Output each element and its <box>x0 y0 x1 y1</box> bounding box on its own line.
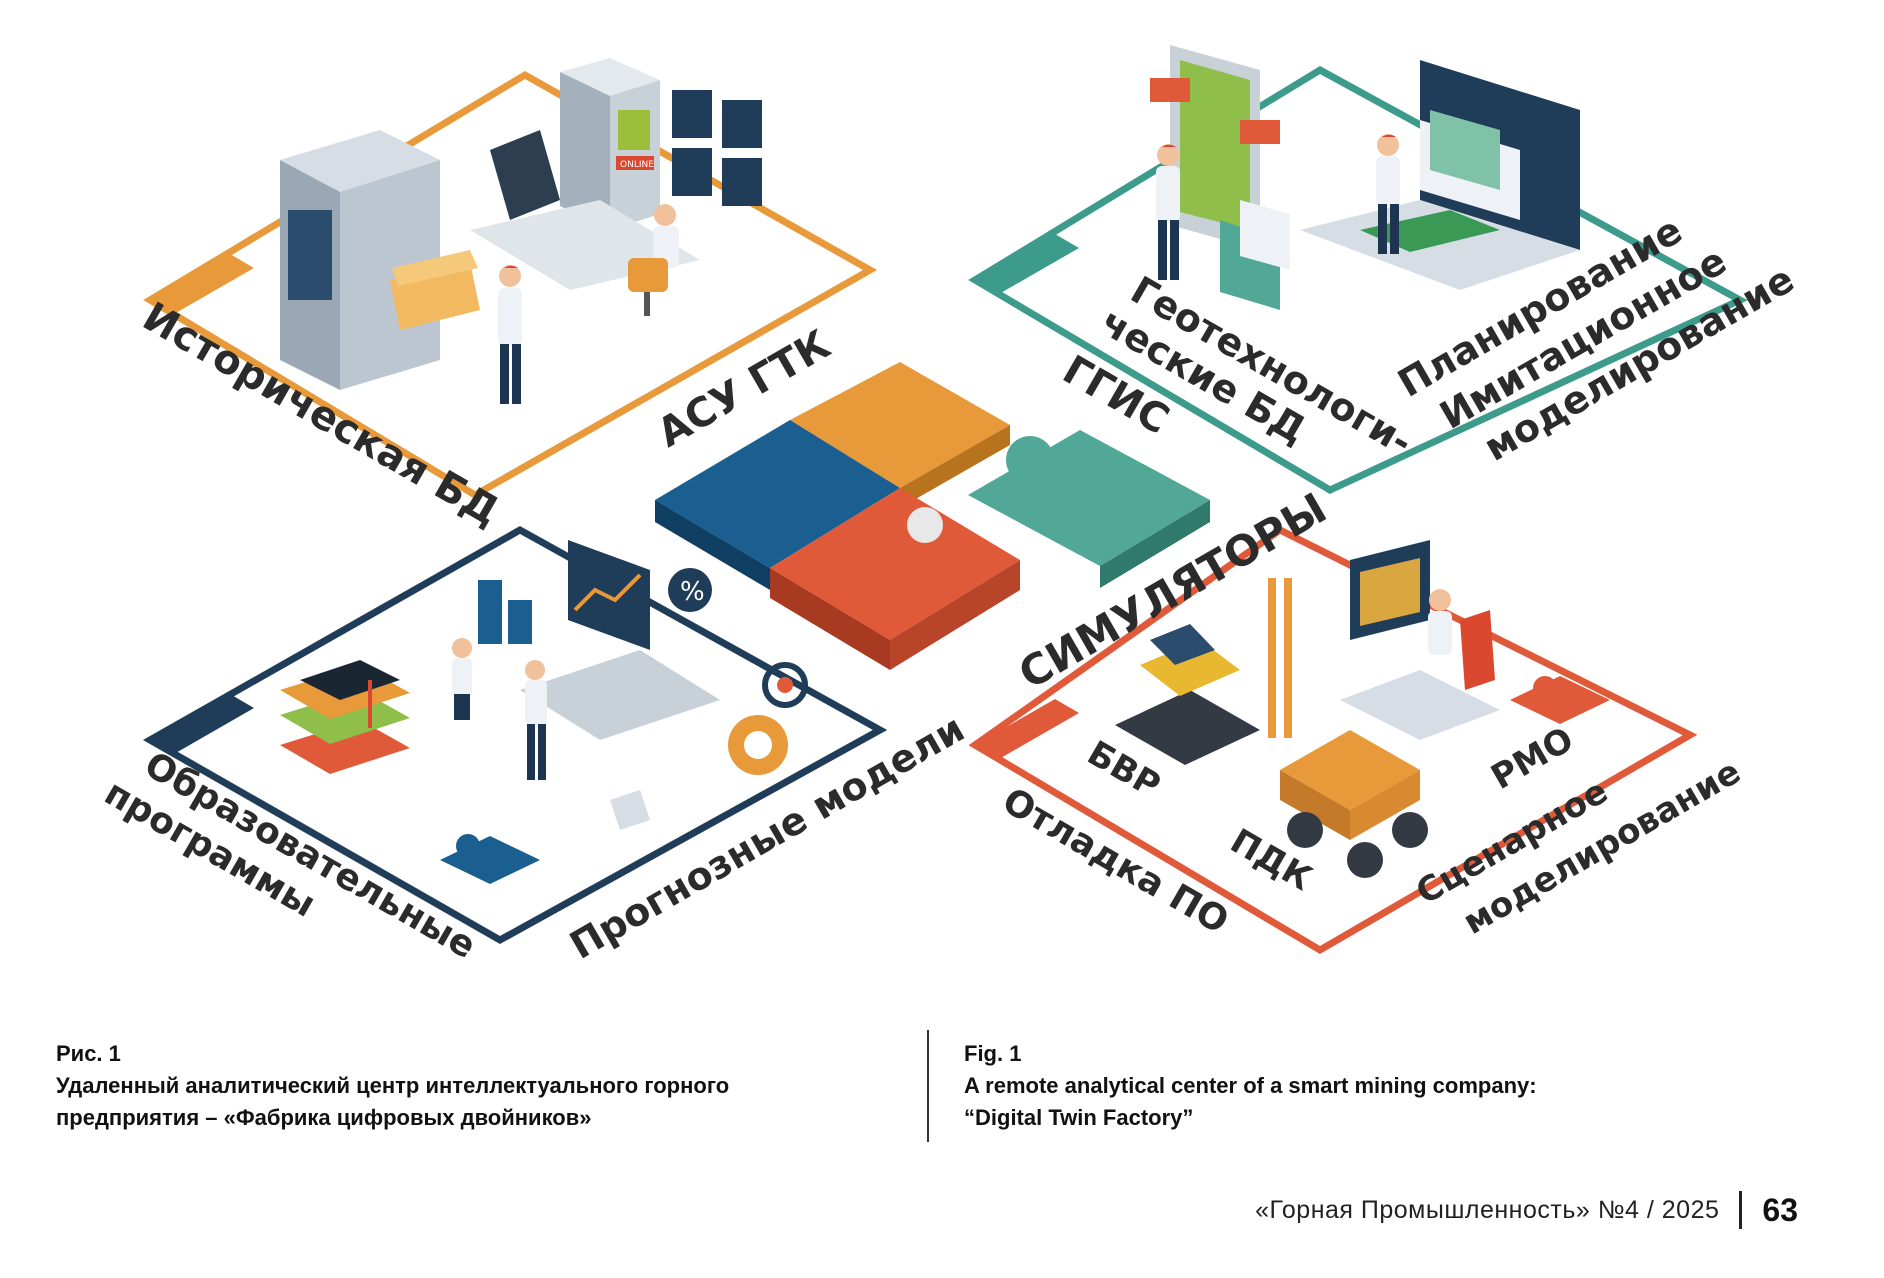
digital-twin-factory-diagram: ONLINE Историческая БД АСУ ГТК <box>98 45 1801 968</box>
journal-title: «Горная Промышленность» №4 / 2025 <box>1255 1195 1720 1224</box>
caption-ru-number: Рис. 1 <box>56 1041 121 1066</box>
caption-english: Fig. 1 A remote analytical center of a s… <box>964 1038 1824 1134</box>
quadrant-bottom-left-frame <box>142 525 888 945</box>
online-badge: ONLINE <box>620 160 654 170</box>
figure-illustration: ONLINE Историческая БД АСУ ГТК <box>98 45 1801 968</box>
puzzle-piece-teal <box>968 430 1210 566</box>
label-debugging: Отладка ПО <box>996 780 1236 942</box>
page-footer: «Горная Промышленность» №4 / 2025 63 <box>1255 1190 1798 1230</box>
laptop-planning-illustration <box>1300 60 1580 290</box>
quadrant-bottom-right-corner-tab <box>975 699 1079 759</box>
dump-truck-illustration <box>1280 730 1428 878</box>
quadrant-top-right: Геотехнологи- ческие БД ГГИС Планировани… <box>968 45 1801 494</box>
caption-en-line1: A remote analytical center of a smart mi… <box>964 1073 1537 1098</box>
quadrant-bottom-left-corner-tab <box>150 694 254 754</box>
puzzle-center <box>655 362 1210 670</box>
puzzle-piece-small-red <box>1510 676 1610 724</box>
control-room-illustration: ONLINE <box>470 58 762 316</box>
caption-russian: Рис. 1 Удаленный аналитический центр инт… <box>56 1038 916 1134</box>
presentation-team-illustration: % <box>452 540 808 830</box>
footer-divider <box>1739 1191 1743 1229</box>
quadrant-top-left-corner-tab <box>150 254 254 314</box>
figure-captions: Рис. 1 Удаленный аналитический центр инт… <box>0 1030 1884 1150</box>
caption-en-number: Fig. 1 <box>964 1041 1022 1066</box>
simulator-cockpit-illustration <box>1340 540 1500 740</box>
engineer-standing-illustration <box>1156 144 1180 280</box>
puzzle-piece-blue <box>655 420 900 568</box>
quadrant-bottom-right-frame <box>968 525 1698 955</box>
page-number: 63 <box>1762 1191 1798 1228</box>
caption-ru-line1: Удаленный аналитический центр интеллекту… <box>56 1073 730 1098</box>
caption-en-line2: “Digital Twin Factory” <box>964 1105 1194 1130</box>
quadrant-top-right-frame <box>968 65 1748 494</box>
drill-rig-illustration <box>1115 578 1292 765</box>
caption-ru-line2: предприятия – «Фабрика цифровых двойнико… <box>56 1105 592 1130</box>
quadrant-top-right-corner-tab <box>975 234 1079 294</box>
percent-badge: % <box>680 577 705 607</box>
puzzle-piece-small-navy <box>440 834 540 884</box>
puzzle-piece-red <box>770 488 1020 640</box>
server-rack-illustration <box>280 130 480 390</box>
label-rmo: РМО <box>1485 719 1581 797</box>
database-screen-illustration <box>1150 45 1290 310</box>
caption-divider <box>927 1030 929 1142</box>
books-graduation-illustration <box>280 660 410 774</box>
analyst-standing-illustration <box>498 265 522 404</box>
